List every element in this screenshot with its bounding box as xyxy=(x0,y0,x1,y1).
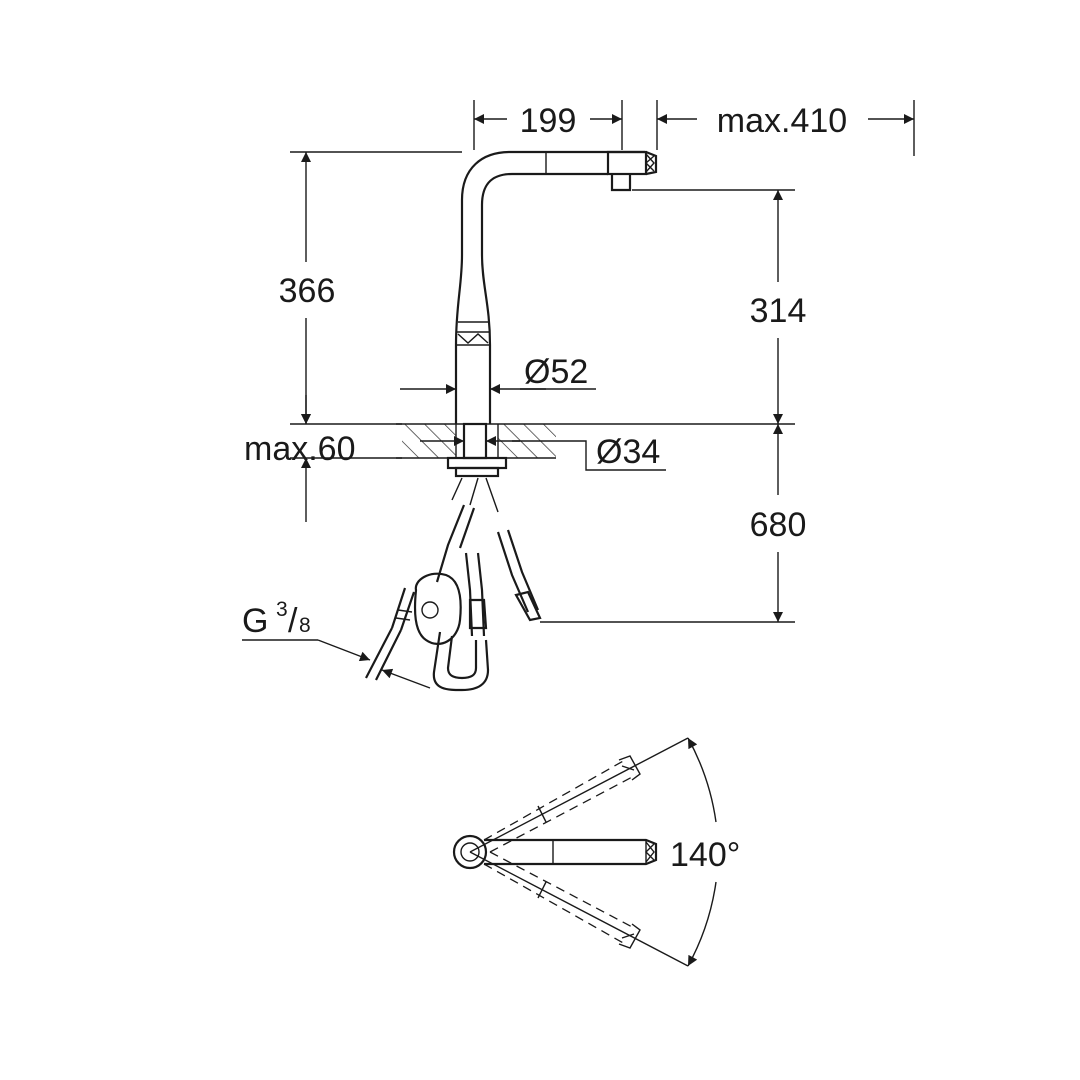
thread-denominator: 8 xyxy=(299,614,311,637)
supply-hoses xyxy=(365,504,542,692)
dimension-lines xyxy=(242,100,915,689)
spout-height-label: 314 xyxy=(750,292,807,330)
faucet-top-view xyxy=(452,737,717,967)
faucet-side-view xyxy=(365,150,795,692)
thread-size-label: G 3 / 8 xyxy=(242,598,311,640)
width-reach-label: 199 xyxy=(520,102,577,140)
dimension-labels: 199 max.410 366 314 Ø52 Ø34 max.60 680 G… xyxy=(242,102,847,874)
hole-diameter-label: Ø34 xyxy=(596,433,660,471)
faucet-body xyxy=(454,150,645,424)
max-reach-label: max.410 xyxy=(717,102,847,140)
deck-thickness-label: max.60 xyxy=(244,430,356,468)
body-diameter-label: Ø52 xyxy=(524,353,588,391)
thread-numerator: 3 xyxy=(276,598,288,621)
total-height-label: 366 xyxy=(279,272,336,310)
spray-head xyxy=(606,150,658,192)
hose-length-label: 680 xyxy=(750,506,807,544)
swivel-angle-label: 140° xyxy=(670,836,740,874)
thread-slash: / xyxy=(288,602,298,640)
thread-g: G xyxy=(242,602,268,640)
